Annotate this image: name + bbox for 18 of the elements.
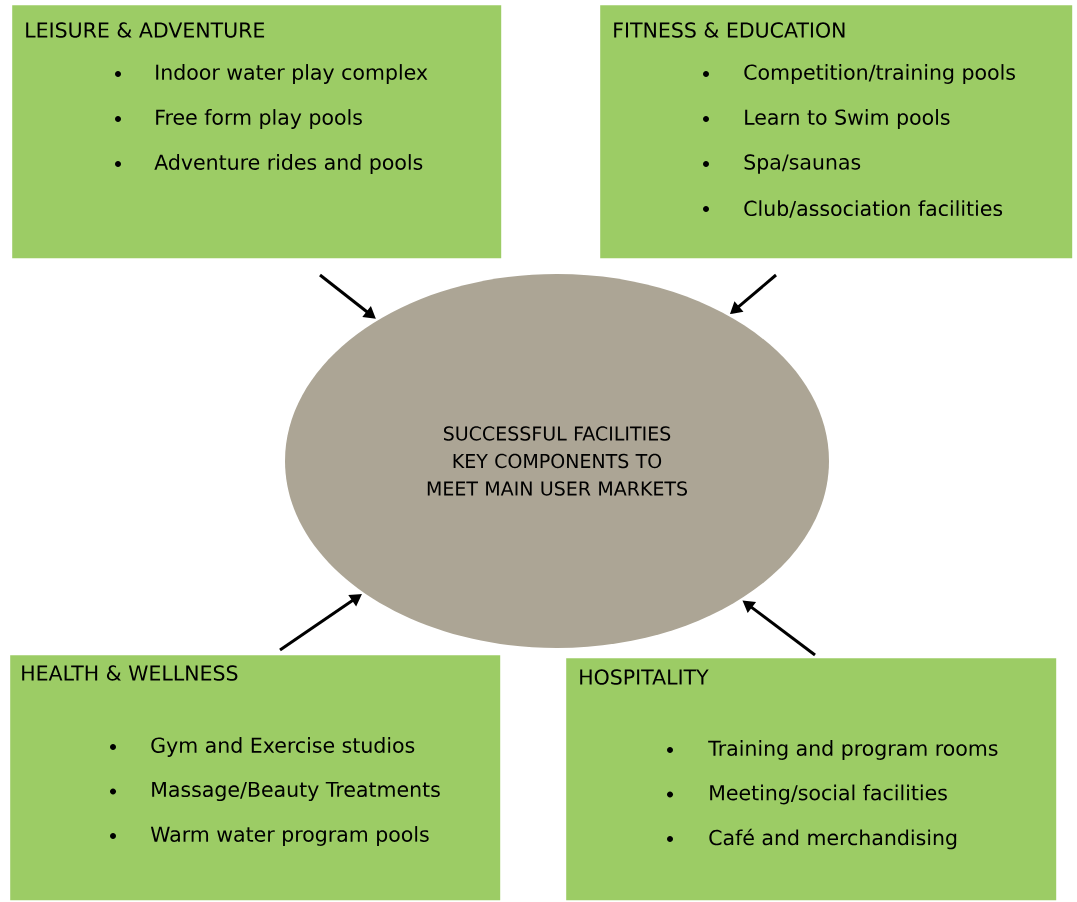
list-item: Gym and Exercise studios [151,737,415,757]
heading: LEISURE & ADVENTURE [26,22,265,38]
list-item: Training and program rooms [708,740,998,760]
list-item: Spa/saunas [744,154,861,174]
heading: HEALTH & WELLNESS [22,665,238,681]
list-item: Warm water program pools [150,826,429,846]
list-item: Indoor water play complex [156,64,428,84]
list-item: Learn to Swim pools [745,109,950,129]
list-item: Café and merchandising [709,828,957,850]
list-item: Competition/training pools [744,64,1015,84]
arrow [319,273,376,319]
heading: HOSPITALITY [580,669,709,685]
list-item: Meeting/social facilities [710,784,947,805]
heading: FITNESS & EDUCATION [614,22,845,38]
list-item: Free form play pools [156,109,362,129]
list-item: Adventure rides and pools [154,154,423,174]
list-item: Club/association facilities [744,200,1003,218]
list-item: Massage/Beauty Treatments [152,781,440,802]
